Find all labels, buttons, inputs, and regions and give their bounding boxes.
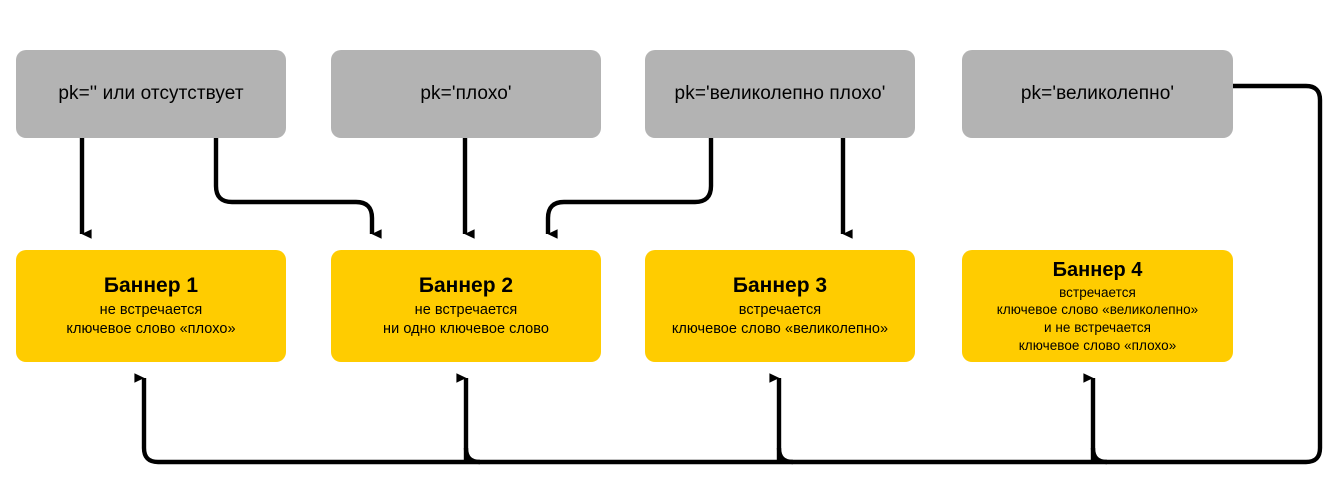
banner-box-2[interactable]: Баннер 2 не встречается ни одно ключевое… [331,250,601,362]
connector-cond3-banner2 [545,138,714,239]
banner-box-4-line-3: и не встречается [1043,320,1152,335]
connector-cond1-banner2 [213,138,382,239]
condition-box-3-label: pk='великолепно плохо' [674,83,886,104]
condition-box-4-label: pk='великолепно' [1020,83,1175,104]
banner-box-4-line-1: встречается [1059,284,1136,300]
banner-box-1-title: Баннер 1 [103,274,199,298]
banner-box-4-line-4: ключевое слово «плохо» [1018,337,1177,353]
banner-box-1-line-2: ключевое слово «плохо» [66,320,236,337]
connector-loop-banner3-curve [776,447,794,465]
banner-box-4-line-2: ключевое слово «великолепно» [996,302,1199,318]
condition-box-3[interactable]: pk='великолепно плохо' [645,50,915,138]
connector-loop-banner2-curve [463,447,481,465]
condition-box-2-label: pk='плохо' [420,83,512,104]
connector-loop-banner4-curve [1090,447,1108,465]
condition-box-4[interactable]: pk='великолепно' [962,50,1233,138]
banner-box-2-line-2: ни одно ключевое слово [383,320,549,337]
banner-box-2-line-1: не встречается [414,301,518,318]
condition-box-1-label: pk='' или отсутствует [58,83,244,104]
banner-box-4[interactable]: Баннер 4 встречается ключевое слово «вел… [962,250,1233,362]
banner-box-3-line-2: ключевое слово «великолепно» [671,320,889,337]
banner-box-3-title: Баннер 3 [732,274,828,298]
banner-box-2-title: Баннер 2 [418,274,514,298]
banner-box-3-line-1: встречается [738,301,822,318]
condition-box-1[interactable]: pk='' или отсутствует [16,50,286,138]
banner-box-4-title: Баннер 4 [1052,258,1143,281]
banner-box-1-line-1: не встречается [99,301,203,318]
banner-box-1[interactable]: Баннер 1 не встречается ключевое слово «… [16,250,286,362]
banner-box-3[interactable]: Баннер 3 встречается ключевое слово «вел… [645,250,915,362]
condition-box-2[interactable]: pk='плохо' [331,50,601,138]
